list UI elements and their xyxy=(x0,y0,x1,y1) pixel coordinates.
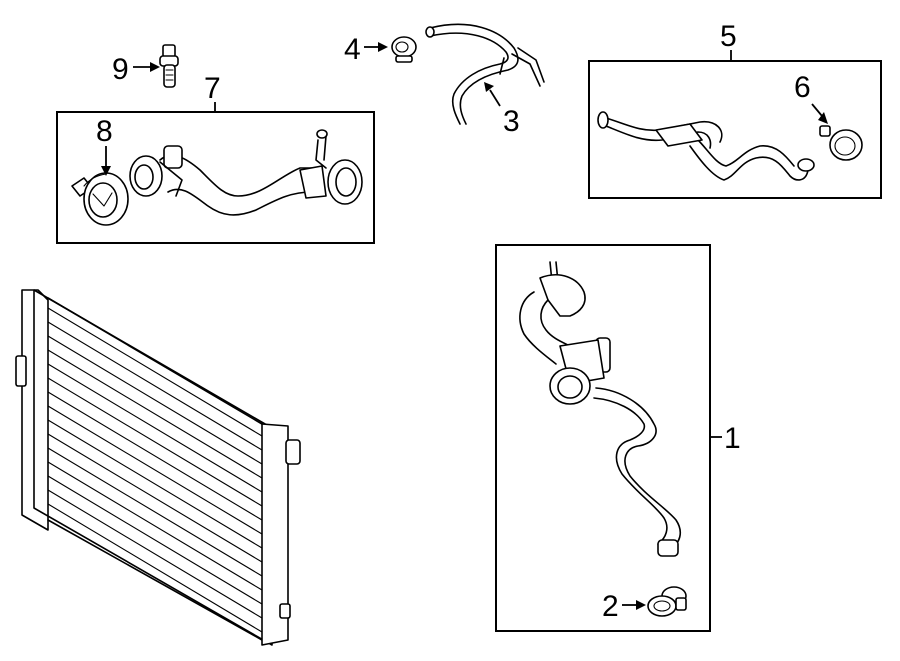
callout-label-4: 4 xyxy=(344,33,361,66)
part-1-hose-assembly-box[interactable] xyxy=(495,244,722,632)
part-8-clamp[interactable] xyxy=(71,172,129,226)
callout-4: 4 xyxy=(344,33,388,66)
callout-label-7: 7 xyxy=(204,72,221,105)
callout-label-3: 3 xyxy=(503,105,520,138)
part-3-hose[interactable] xyxy=(425,23,545,125)
part-9-bleed-screw[interactable] xyxy=(159,44,179,88)
callout-label-6: 6 xyxy=(794,71,811,104)
part-2-clamp[interactable] xyxy=(647,586,687,617)
callout-3: 3 xyxy=(484,82,520,138)
part-4-clamp[interactable] xyxy=(391,36,417,63)
part-5-hose-assembly-box[interactable] xyxy=(588,50,882,199)
callout-9: 9 xyxy=(112,53,160,86)
callout-label-8: 8 xyxy=(96,115,113,148)
callout-2: 2 xyxy=(602,590,646,623)
part-7-hose[interactable] xyxy=(129,129,363,216)
callout-8: 8 xyxy=(96,115,113,176)
callout-6: 6 xyxy=(794,71,828,124)
callout-label-9: 9 xyxy=(112,53,129,86)
part-1-hose[interactable] xyxy=(519,261,682,557)
part-7-hose-assembly-box[interactable] xyxy=(56,102,375,244)
part-5-hose[interactable] xyxy=(597,111,815,181)
callout-label-5: 5 xyxy=(720,20,737,53)
part-6-clamp[interactable] xyxy=(819,125,863,161)
radiator-core[interactable] xyxy=(15,289,301,646)
callout-label-1: 1 xyxy=(724,422,741,455)
callout-label-2: 2 xyxy=(602,590,619,623)
